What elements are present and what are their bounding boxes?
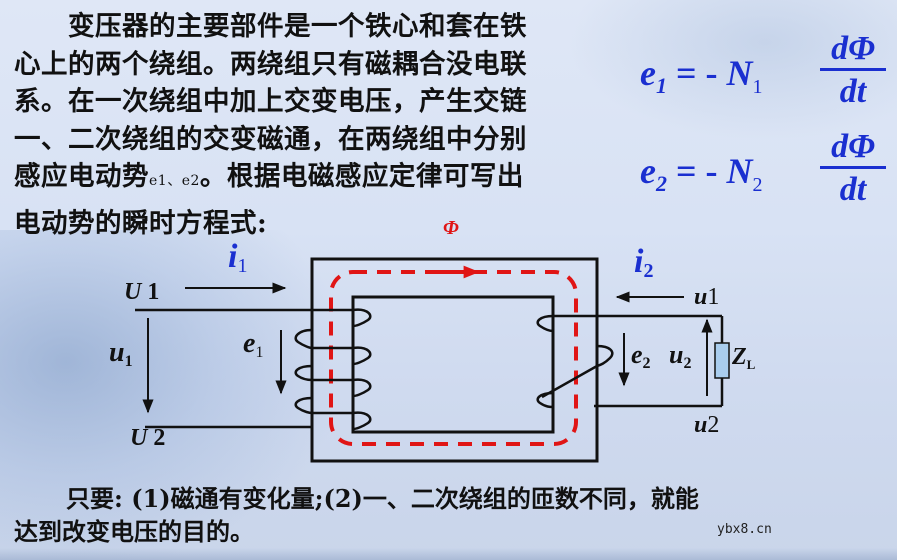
para-line-3: 系。在一次绕组中加上交变电压，产生交链 [14, 86, 527, 117]
e2-symbol: e [631, 340, 643, 369]
fraction-denominator: dt [839, 73, 867, 110]
terminal-U2: U 2 [130, 425, 165, 452]
fraction-numerator: dΦ [831, 128, 875, 165]
terminal-num: 2 [153, 425, 166, 451]
load-impedance [714, 342, 730, 379]
i1-sub: 1 [237, 255, 248, 277]
para-line-4: 一、二次绕组的交变磁通，在两绕组中分别 [14, 123, 527, 155]
formula-lhs-sub: 1 [655, 73, 667, 98]
terminal-u2: u2 [694, 412, 719, 439]
formula-coef: N [726, 53, 753, 93]
fraction-denominator: dt [839, 171, 867, 208]
flux-label: Φ [443, 217, 459, 239]
fraction-bar [820, 68, 886, 71]
i2-label: i2 [634, 243, 654, 282]
i2-symbol: i [634, 243, 644, 280]
emf-symbols: e1、e2 [149, 173, 200, 189]
primary-wires [135, 308, 353, 429]
terminal-symbol: u [694, 412, 708, 438]
para-line-1: 变压器的主要部件是一个铁心和套在铁 [68, 11, 527, 42]
para-line-5-suffix: 。根据电磁感应定律可写出 [199, 161, 524, 192]
secondary-coil [536, 314, 614, 409]
terminal-u1: u1 [694, 284, 719, 311]
terminal-U1: U 1 [124, 279, 159, 306]
u1-sub: 1 [124, 353, 133, 370]
fraction-numerator: dΦ [831, 30, 875, 67]
i2-sub: 2 [643, 260, 654, 282]
formula-lhs-sub: 2 [655, 171, 667, 196]
bottom-band [0, 548, 897, 560]
formula-coef-sub: 1 [752, 76, 763, 98]
u1-symbol: u [109, 337, 125, 368]
intro-paragraph: 变压器的主要部件是一个铁心和套在铁 心上的两个绕组。两绕组只有磁耦合没电联 系。… [14, 8, 614, 242]
formula-lhs: e [640, 53, 656, 93]
iron-core [310, 257, 599, 463]
fraction: dΦ dt [820, 30, 886, 111]
terminal-symbol: U [124, 279, 142, 305]
fraction: dΦ dt [820, 128, 886, 209]
load-symbol: Z [732, 344, 747, 370]
e1-sub: 1 [255, 344, 264, 361]
formula-equals: = - [675, 151, 718, 191]
e2-label: e2 [631, 340, 651, 372]
formula-coef: N [726, 151, 753, 191]
para-line-6: 电动势的瞬时方程式: [14, 207, 268, 239]
e2-sub: 2 [642, 355, 651, 372]
conclusion-text: 只要: (1)磁通有变化量;(2)一、二次绕组的匝数不同，就能 达到改变电压的目… [14, 482, 884, 548]
terminal-num: 1 [147, 279, 160, 305]
i1-label: i1 [228, 238, 248, 277]
secondary-wires [541, 314, 724, 408]
primary-coil [294, 308, 372, 431]
u2-label: u2 [669, 340, 692, 372]
terminal-symbol: U [130, 425, 148, 451]
watermark: ybx8.cn [717, 522, 772, 537]
u2-sub: 2 [683, 355, 692, 372]
footer-line-2: 达到改变电压的目的。 [14, 517, 254, 546]
formula-coef-sub: 2 [752, 174, 763, 196]
e1-label: e1 [243, 328, 264, 361]
formula-equals: = - [675, 53, 718, 93]
para-line-5-prefix: 感应电动势 [14, 161, 149, 192]
terminal-num: 2 [707, 412, 720, 438]
terminal-num: 1 [707, 284, 720, 310]
u2-symbol: u [669, 340, 684, 369]
fraction-bar [820, 166, 886, 169]
load-label: ZL [732, 344, 756, 372]
formula-lhs: e [640, 151, 656, 191]
load-sub: L [746, 357, 756, 372]
para-line-5: 感应电动势e1、e2。根据电磁感应定律可写出 [14, 158, 614, 201]
footer-line-1: 只要: (1)磁通有变化量;(2)一、二次绕组的匝数不同，就能 [66, 484, 699, 513]
u1-label: u1 [109, 337, 133, 370]
terminal-symbol: u [694, 284, 708, 310]
i1-symbol: i [228, 238, 238, 275]
e1-symbol: e [243, 328, 256, 359]
para-line-2: 心上的两个绕组。两绕组只有磁耦合没电联 [14, 48, 527, 80]
